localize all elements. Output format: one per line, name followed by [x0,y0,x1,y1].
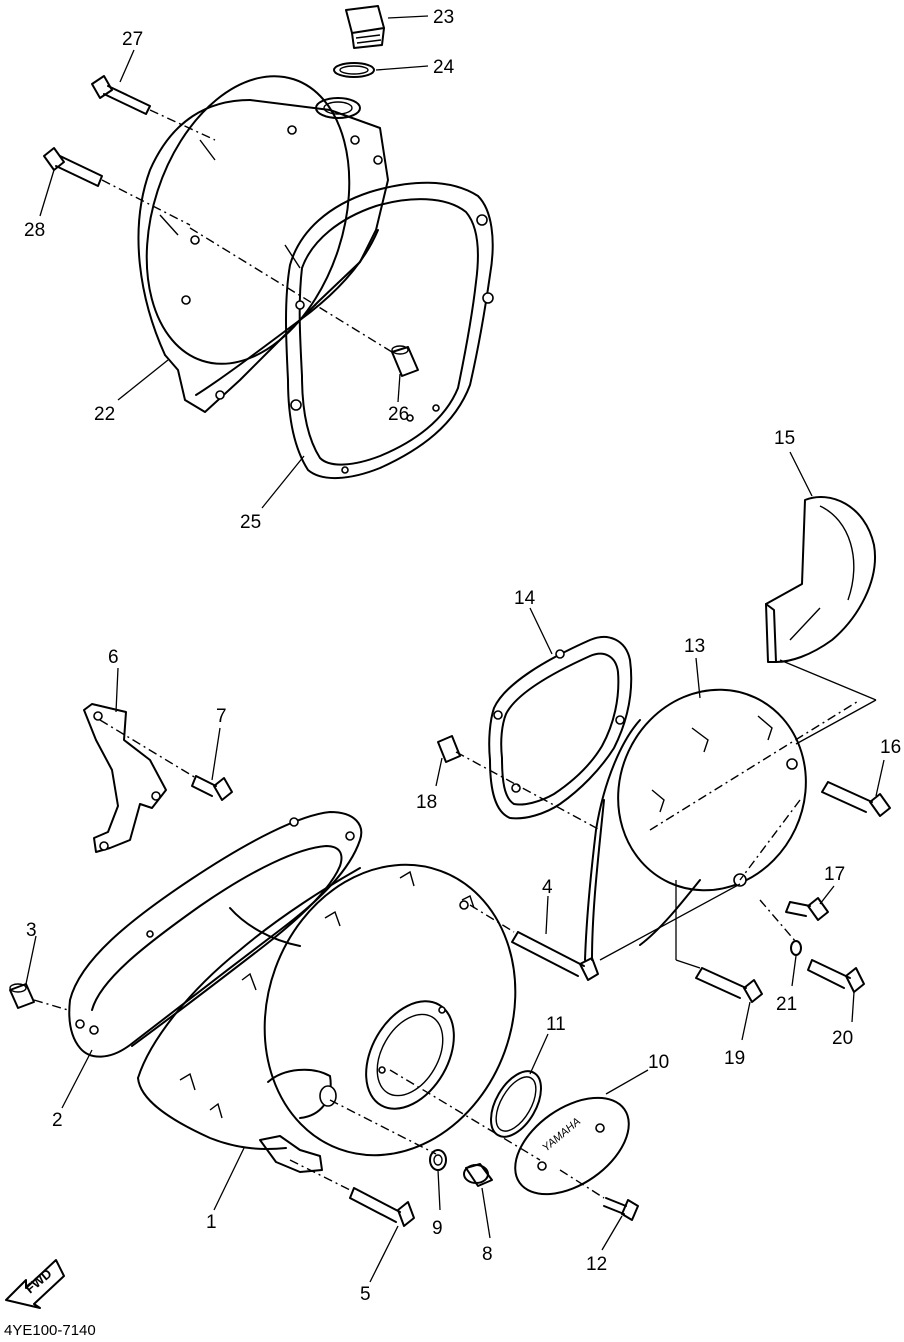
assembly-line [739,799,801,881]
part-6-bracket [83,703,167,853]
part-10-cover: YAMAHA [514,1096,630,1196]
part-24-o-ring [333,62,375,78]
part-9-washer [429,1149,447,1171]
assembly-line [101,179,191,226]
part-23-filler-cap [345,5,385,49]
assembly-line [149,109,216,141]
assembly-line [469,904,515,933]
label-11: 11 [546,1014,566,1035]
label-25: 25 [240,512,261,533]
label-24: 24 [433,57,455,78]
part-2-gasket [68,811,363,1058]
label-21: 21 [776,994,797,1015]
label-16: 16 [880,737,901,758]
drawing-code: 4YE100-7140 [4,1322,96,1339]
label-9: 9 [432,1218,443,1239]
label-19: 19 [724,1048,745,1069]
part-28-bolt [43,147,103,187]
assembly-line [559,1169,605,1199]
leader-lines [25,15,885,1283]
part-3-dowel-pin [9,983,35,1009]
label-12: 12 [586,1254,607,1275]
part-8-plug [463,1163,493,1187]
label-10: 10 [648,1052,669,1073]
label-26: 26 [388,404,409,425]
label-5: 5 [360,1284,371,1305]
label-17: 17 [824,864,845,885]
label-7: 7 [216,706,227,727]
part-15-cover [765,496,876,663]
assembly-line [329,1099,437,1155]
part-18-dowel-pin [437,735,461,763]
label-22: 22 [94,404,115,425]
part-13-crankcase-cover [584,688,807,961]
assembly-line [649,699,861,831]
part-20-bolt [807,959,865,993]
assembly-line [795,699,877,745]
part-7-bolt [191,775,233,801]
assembly-line [455,751,601,831]
part-25-gasket [285,181,494,480]
assembly-line [99,719,197,779]
label-2: 2 [52,1110,63,1131]
assembly-line [779,659,877,701]
forward-arrow-icon: FWD [5,1259,65,1309]
label-13: 13 [684,636,705,657]
part-1-crankcase-cover [137,863,517,1173]
part-17-bolt [785,897,829,921]
part-21-washer [790,940,802,956]
assembly-line [189,227,393,353]
assembly-line [599,883,741,961]
part-12-screw [603,1197,639,1221]
label-28: 28 [24,220,45,241]
label-27: 27 [122,29,143,50]
part-22-crankcase-cover [137,75,389,413]
part-26-dowel-pin [391,345,419,377]
assembly-line [675,959,701,969]
label-4: 4 [542,877,553,898]
part-5-bolt [349,1187,415,1227]
label-1: 1 [206,1212,217,1233]
label-18: 18 [416,792,437,813]
part-4-bolt [511,931,599,981]
part-27-bolt [91,75,151,115]
part-14-gasket [488,635,633,820]
cover-logo-text: YAMAHA [540,1116,583,1155]
part-16-bolt [821,781,891,817]
label-20: 20 [832,1028,853,1049]
part-19-bolt [695,967,763,1003]
label-15: 15 [774,428,795,449]
label-14: 14 [514,588,536,609]
assembly-line [289,1159,351,1191]
assembly-line [33,999,69,1011]
assembly-line [759,899,797,943]
part-number-labels: 23 24 27 28 22 26 25 15 14 13 6 7 16 18 … [24,7,901,1305]
label-23: 23 [433,7,454,28]
label-8: 8 [482,1244,493,1265]
part-11-o-ring [490,1070,542,1138]
label-3: 3 [26,920,37,941]
fwd-text: FWD [22,1266,54,1297]
label-6: 6 [108,647,119,668]
